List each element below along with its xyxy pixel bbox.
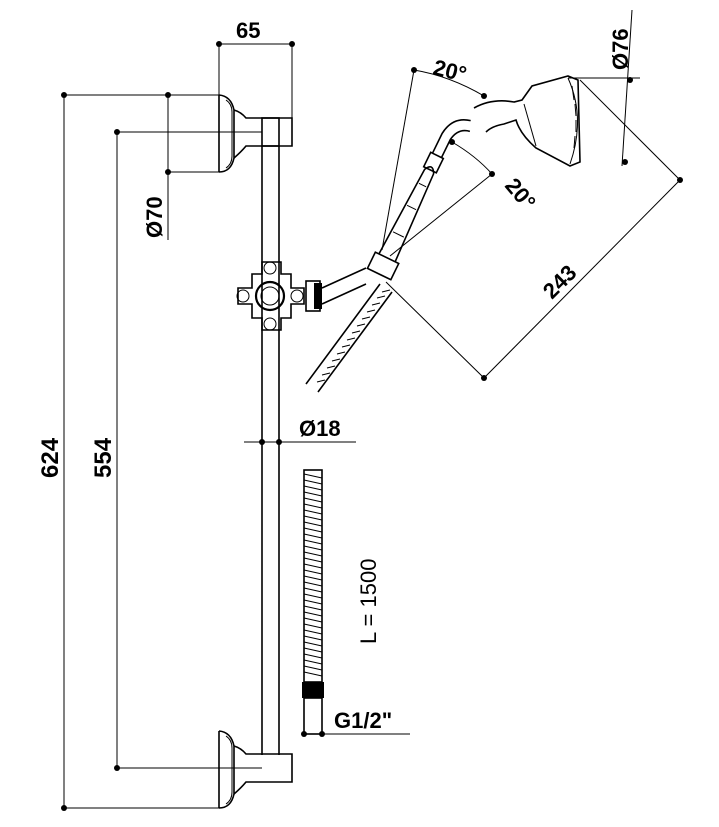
top-wall-bracket <box>218 94 293 173</box>
dimension-lines <box>61 9 683 811</box>
slider-holder <box>236 261 367 331</box>
dim-head-diameter: Ø76 <box>608 28 633 70</box>
handshower <box>366 119 471 281</box>
dim-fixing-centres: 554 <box>90 437 117 478</box>
dim-tilt-upper: 20° <box>431 55 469 87</box>
dim-bar-diameter: Ø18 <box>299 416 341 441</box>
dim-rosette-diameter: Ø70 <box>142 196 167 238</box>
dim-handshower-length: 243 <box>538 260 582 304</box>
dim-tilt-lower: 20° <box>500 173 541 215</box>
hose-top <box>305 283 393 393</box>
hose-loose <box>302 469 324 735</box>
bottom-wall-bracket <box>218 730 293 809</box>
dim-total-length: 624 <box>37 437 64 478</box>
dim-bracket-width: 65 <box>236 18 260 43</box>
dim-hose-length: L = 1500 <box>356 559 381 644</box>
dim-thread: G1/2" <box>334 708 392 733</box>
slide-rail <box>261 117 280 755</box>
shower-head <box>473 75 581 167</box>
